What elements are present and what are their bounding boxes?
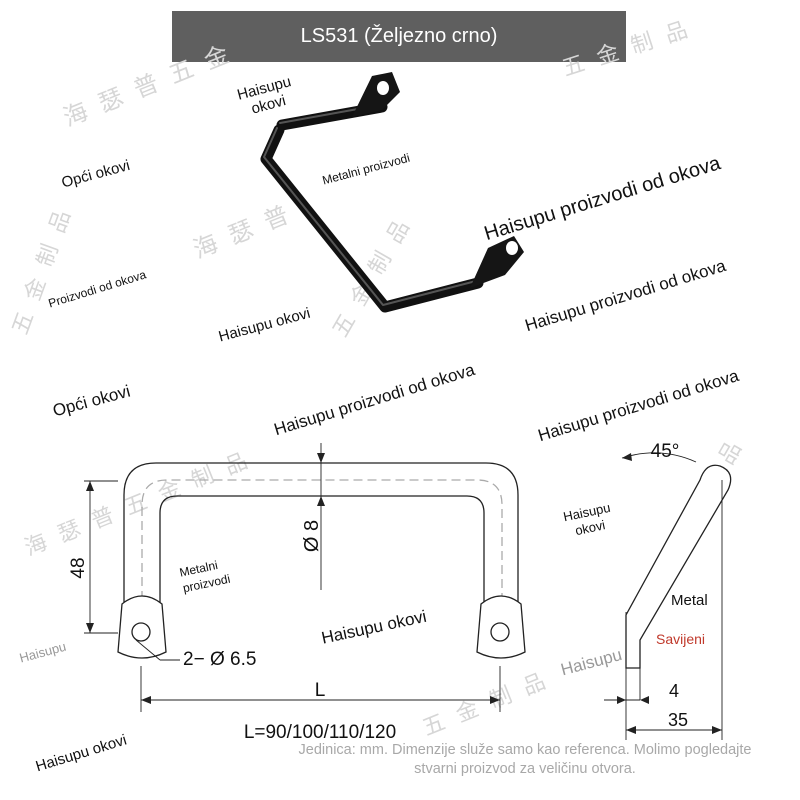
left-mount-hole xyxy=(131,622,151,642)
depth-value: 35 xyxy=(668,710,688,730)
handle-inner-outline xyxy=(159,495,485,620)
available-lengths: L=90/100/110/120 xyxy=(244,722,396,743)
rod-diameter-value: Ø 8 xyxy=(301,520,323,552)
mount-hole xyxy=(506,241,518,255)
bent-label: Savijeni xyxy=(656,631,706,647)
left-mount-foot xyxy=(117,595,167,659)
handle-photo xyxy=(260,72,524,313)
right-mount-hole xyxy=(490,622,510,642)
centre-line xyxy=(141,479,503,600)
length-symbol: L xyxy=(315,680,326,701)
height-value: 48 xyxy=(68,557,89,578)
side-view xyxy=(604,452,732,740)
title-bar: LS531 (Željezno crno) xyxy=(172,11,626,62)
holes-value: 2− Ø 6.5 xyxy=(183,649,256,670)
front-view xyxy=(84,443,526,712)
top-mount-tab xyxy=(352,72,400,117)
mount-hole xyxy=(377,81,389,95)
thickness-value: 4 xyxy=(669,681,679,701)
right-mount-foot xyxy=(476,595,526,659)
product-title: LS531 (Željezno crno) xyxy=(300,25,498,47)
angle-value: 45° xyxy=(651,441,680,462)
material-label: Metal xyxy=(671,592,708,609)
units-note: Jedinica: mm. Dimenzije služe samo kao r… xyxy=(298,742,752,777)
side-profile xyxy=(625,464,732,669)
